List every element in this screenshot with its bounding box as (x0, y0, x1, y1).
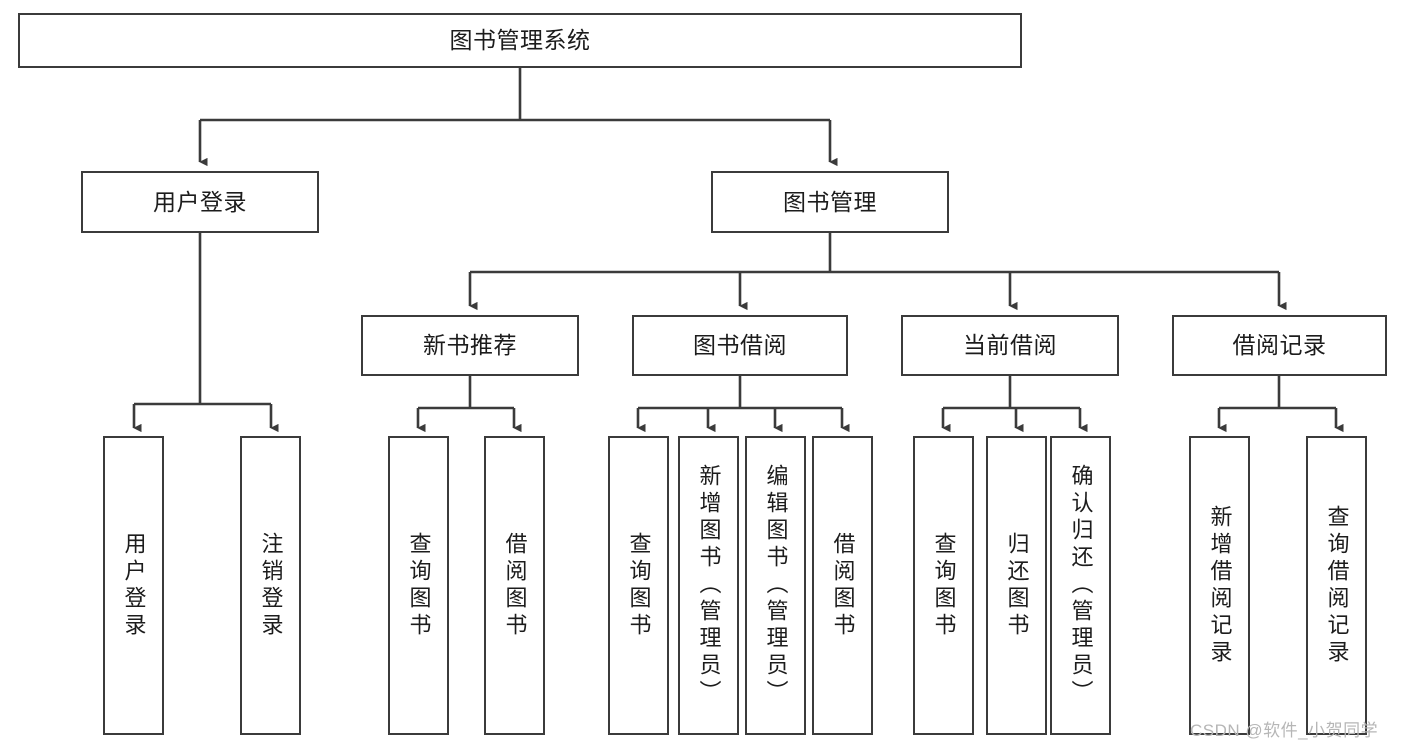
node-label: 注销登录 (258, 531, 284, 640)
node-label: 图书管理 (783, 188, 877, 215)
node-label: 归还图书 (1004, 531, 1030, 640)
node-label: 新增借阅记录 (1207, 504, 1233, 667)
node-leaf-user-login[interactable]: 用户登录 (103, 436, 164, 735)
node-user-login[interactable]: 用户登录 (81, 171, 319, 233)
node-label: 借阅图书 (830, 531, 856, 640)
node-leaf-add-record[interactable]: 新增借阅记录 (1189, 436, 1250, 735)
node-label: 查询图书 (626, 531, 652, 640)
node-label: 查询图书 (931, 531, 957, 640)
node-label: 图书借阅 (693, 332, 787, 359)
node-leaf-logout[interactable]: 注销登录 (240, 436, 301, 735)
node-leaf-query-book-3[interactable]: 查询图书 (913, 436, 974, 735)
connectors-root (132, 68, 1344, 433)
node-leaf-add-book[interactable]: 新增图书（管理员） (678, 436, 739, 735)
node-book-borrow[interactable]: 图书借阅 (632, 315, 848, 376)
node-current-borrow[interactable]: 当前借阅 (901, 315, 1119, 376)
node-leaf-return-book[interactable]: 归还图书 (986, 436, 1047, 735)
node-leaf-edit-book[interactable]: 编辑图书（管理员） (745, 436, 806, 735)
node-label: 查询借阅记录 (1324, 504, 1350, 667)
node-leaf-query-record[interactable]: 查询借阅记录 (1306, 436, 1367, 735)
node-label: 用户登录 (121, 531, 147, 640)
node-borrow-record[interactable]: 借阅记录 (1172, 315, 1387, 376)
node-label: 编辑图书（管理员） (763, 464, 789, 707)
node-label: 借阅图书 (502, 531, 528, 640)
node-label: 图书管理系统 (449, 27, 591, 54)
node-leaf-borrow-book-2[interactable]: 借阅图书 (812, 436, 873, 735)
node-label: 确认归还（管理员） (1068, 464, 1094, 707)
node-root-system[interactable]: 图书管理系统 (18, 13, 1022, 68)
node-leaf-borrow-book-1[interactable]: 借阅图书 (484, 436, 545, 735)
node-leaf-query-book-2[interactable]: 查询图书 (608, 436, 669, 735)
node-label: 用户登录 (153, 188, 247, 215)
node-new-book-recommend[interactable]: 新书推荐 (361, 315, 579, 376)
node-label: 借阅记录 (1232, 332, 1327, 359)
node-leaf-query-book-1[interactable]: 查询图书 (388, 436, 449, 735)
node-leaf-confirm-return[interactable]: 确认归还（管理员） (1050, 436, 1111, 735)
node-label: 新增图书（管理员） (696, 464, 722, 707)
node-label: 查询图书 (406, 531, 432, 640)
node-label: 当前借阅 (963, 332, 1057, 359)
node-label: 新书推荐 (423, 332, 517, 359)
node-book-manage[interactable]: 图书管理 (711, 171, 949, 233)
